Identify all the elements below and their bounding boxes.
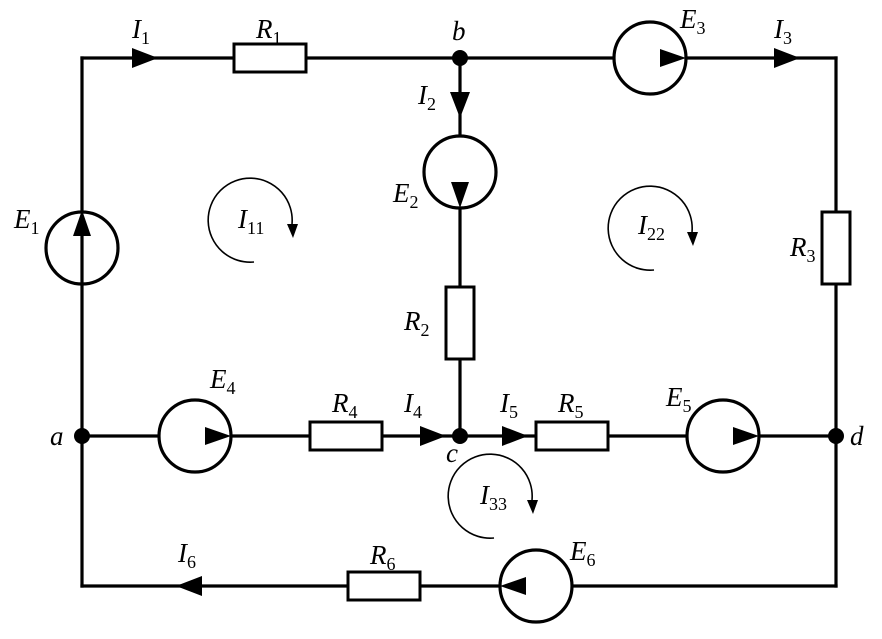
- loop-i22-label: I22: [637, 210, 665, 244]
- resistor-r3: R3: [789, 210, 852, 286]
- current-i4: I4: [403, 388, 446, 446]
- node-b: b: [452, 16, 468, 66]
- source-e3: E3: [612, 4, 706, 96]
- node-c-label: c: [446, 438, 458, 468]
- source-e1-label: E1: [13, 204, 40, 238]
- loop-i33-arrowhead: [527, 500, 538, 514]
- resistor-r6: R6: [346, 540, 422, 602]
- node-a-label: a: [50, 421, 64, 451]
- source-e4: E4: [157, 364, 236, 474]
- current-i5-arrow: [502, 426, 528, 446]
- current-i6: I6: [176, 538, 202, 596]
- source-e6: E6: [498, 536, 596, 624]
- current-i1-label: I1: [131, 14, 150, 48]
- current-i4-label: I4: [403, 388, 422, 422]
- current-i3-arrow: [774, 48, 800, 68]
- current-i6-arrow: [176, 576, 202, 596]
- node-a: a: [50, 421, 90, 451]
- current-i2: I2: [417, 80, 470, 118]
- loop-i22-arc: [607, 185, 693, 271]
- source-e2: E2: [392, 134, 498, 212]
- node-c: c: [446, 428, 468, 468]
- current-i2-label: I2: [417, 80, 436, 114]
- source-e5-label: E5: [665, 382, 692, 416]
- source-e6-label: E6: [569, 536, 596, 570]
- source-e3-label: E3: [679, 4, 706, 38]
- current-i1: I1: [131, 14, 158, 68]
- current-i5-label: I5: [499, 388, 518, 422]
- resistor-r3-label: R3: [789, 232, 816, 266]
- resistor-r4: R4: [308, 388, 384, 452]
- node-b-label: b: [452, 16, 466, 46]
- loop-i11-arrowhead: [287, 224, 298, 238]
- current-i2-arrow: [450, 92, 470, 118]
- resistor-r5: R5: [534, 388, 610, 452]
- resistor-r2: R2: [403, 285, 476, 361]
- current-i5: I5: [499, 388, 528, 446]
- resistor-r4-label: R4: [331, 388, 358, 422]
- resistor-r1: R1: [232, 14, 308, 74]
- node-d: d: [828, 421, 864, 451]
- loop-i33-label: I33: [479, 480, 507, 514]
- source-e2-label: E2: [392, 178, 419, 212]
- loop-current-i22: I22: [607, 185, 698, 271]
- loop-current-i33: I33: [447, 453, 538, 539]
- source-e4-label: E4: [209, 364, 236, 398]
- source-e5: E5: [665, 382, 761, 474]
- loop-i22-arrowhead: [687, 232, 698, 246]
- current-i6-label: I6: [177, 538, 196, 572]
- source-e1: E1: [13, 204, 120, 286]
- loop-current-i11: I11: [207, 177, 298, 263]
- resistor-r1-label: R1: [255, 14, 282, 48]
- current-i4-arrow: [420, 426, 446, 446]
- loop-i33-arc: [447, 453, 533, 539]
- current-i1-arrow: [132, 48, 158, 68]
- resistor-r2-label: R2: [403, 306, 430, 340]
- resistor-r6-label: R6: [369, 540, 396, 574]
- current-i3: I3: [773, 14, 800, 68]
- loop-i11-arc: [207, 177, 293, 263]
- resistor-r5-label: R5: [557, 388, 584, 422]
- loop-i11-label: I11: [237, 204, 264, 238]
- current-i3-label: I3: [773, 14, 792, 48]
- node-d-label: d: [850, 421, 864, 451]
